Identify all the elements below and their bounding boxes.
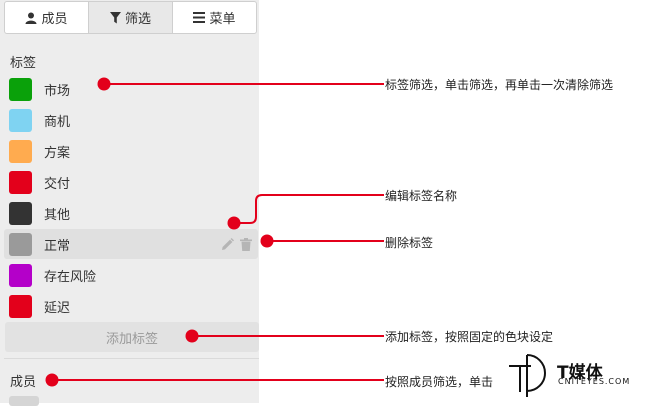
trash-icon[interactable] — [240, 237, 252, 251]
tag-item-other[interactable]: 其他 — [4, 198, 258, 228]
tag-swatch — [9, 263, 32, 287]
annotation-line-add — [185, 329, 384, 343]
tab-menu-label: 菜单 — [209, 12, 236, 27]
edit-icon[interactable] — [221, 237, 234, 251]
tag-item-normal[interactable]: 正常 — [4, 229, 258, 259]
tag-label: 交付 — [44, 176, 71, 192]
menu-icon — [193, 12, 206, 23]
tag-label: 商机 — [44, 114, 71, 130]
tags-section-title: 标签 — [10, 56, 37, 71]
tag-label: 方案 — [44, 145, 71, 161]
tab-filter[interactable]: 筛选 — [89, 2, 173, 33]
tag-swatch — [9, 294, 32, 318]
tab-members-label: 成员 — [41, 12, 68, 27]
member-avatar[interactable] — [9, 396, 39, 406]
tag-label: 正常 — [44, 238, 71, 254]
tag-item-market[interactable]: 市场 — [4, 74, 258, 104]
annotation-line-filter — [97, 77, 384, 91]
user-icon — [25, 12, 37, 24]
tab-members[interactable]: 成员 — [5, 2, 89, 33]
tag-label: 其他 — [44, 207, 71, 223]
tag-actions — [221, 229, 252, 259]
tag-label: 延迟 — [44, 300, 71, 316]
annotation-line-member — [45, 373, 384, 387]
tag-item-delivery[interactable]: 交付 — [4, 167, 258, 197]
annotation-member-text: 按照成员筛选，单击 — [385, 375, 494, 389]
tag-item-delayed[interactable]: 延迟 — [4, 291, 258, 321]
sidebar-panel: 成员 筛选 菜单 标签 市场 商机 方案 交付 — [0, 0, 259, 406]
filter-icon — [109, 11, 121, 23]
tag-swatch — [9, 77, 32, 101]
annotation-add-text: 添加标签，按照固定的色块设定 — [385, 330, 554, 344]
brand-sub: CNITEYES.COM — [558, 377, 631, 386]
tab-bar: 成员 筛选 菜单 — [4, 1, 257, 34]
tag-item-opportunity[interactable]: 商机 — [4, 105, 258, 135]
section-divider — [4, 358, 259, 359]
brand-logo-icon — [509, 354, 546, 397]
tab-filter-label: 筛选 — [124, 12, 151, 27]
tag-item-proposal[interactable]: 方案 — [4, 136, 258, 166]
tag-swatch — [9, 201, 32, 225]
tag-swatch — [9, 108, 32, 132]
tag-swatch — [9, 232, 32, 256]
brand-name: T媒体 — [557, 363, 603, 383]
tag-swatch — [9, 139, 32, 163]
tag-swatch — [9, 170, 32, 194]
members-section-title: 成员 — [10, 375, 37, 390]
tab-menu[interactable]: 菜单 — [173, 2, 256, 33]
annotation-edit-text: 编辑标签名称 — [385, 189, 458, 203]
annotation-line-edit — [227, 194, 384, 230]
tag-label: 存在风险 — [44, 269, 97, 285]
annotation-filter-text: 标签筛选，单击筛选，再单击一次清除筛选 — [385, 78, 614, 92]
tag-label: 市场 — [44, 83, 71, 99]
annotation-delete-text: 删除标签 — [385, 236, 434, 250]
annotation-line-delete — [260, 234, 384, 248]
tag-item-at-risk[interactable]: 存在风险 — [4, 260, 258, 290]
